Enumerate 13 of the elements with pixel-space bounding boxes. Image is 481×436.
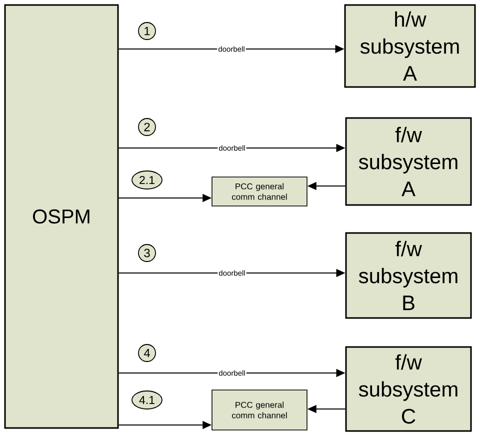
channel-box: PCC general comm channel bbox=[212, 390, 308, 430]
callout-number: 2.1 bbox=[132, 170, 162, 190]
channel-box: PCC general comm channel bbox=[212, 176, 308, 206]
callout-number: 4.1 bbox=[132, 390, 162, 410]
callout-number: 2 bbox=[138, 118, 156, 136]
system-box: OSPM bbox=[4, 4, 119, 429]
subsystem-box: h/w subsystem A bbox=[344, 4, 476, 88]
subsystem-box: f/w subsystem A bbox=[345, 117, 472, 206]
callout-number: 3 bbox=[138, 244, 156, 262]
subsystem-box: f/w subsystem C bbox=[345, 346, 472, 432]
subsystem-box: f/w subsystem B bbox=[345, 232, 472, 319]
callout-number: 1 bbox=[138, 22, 156, 40]
callout-number: 4 bbox=[138, 344, 156, 362]
